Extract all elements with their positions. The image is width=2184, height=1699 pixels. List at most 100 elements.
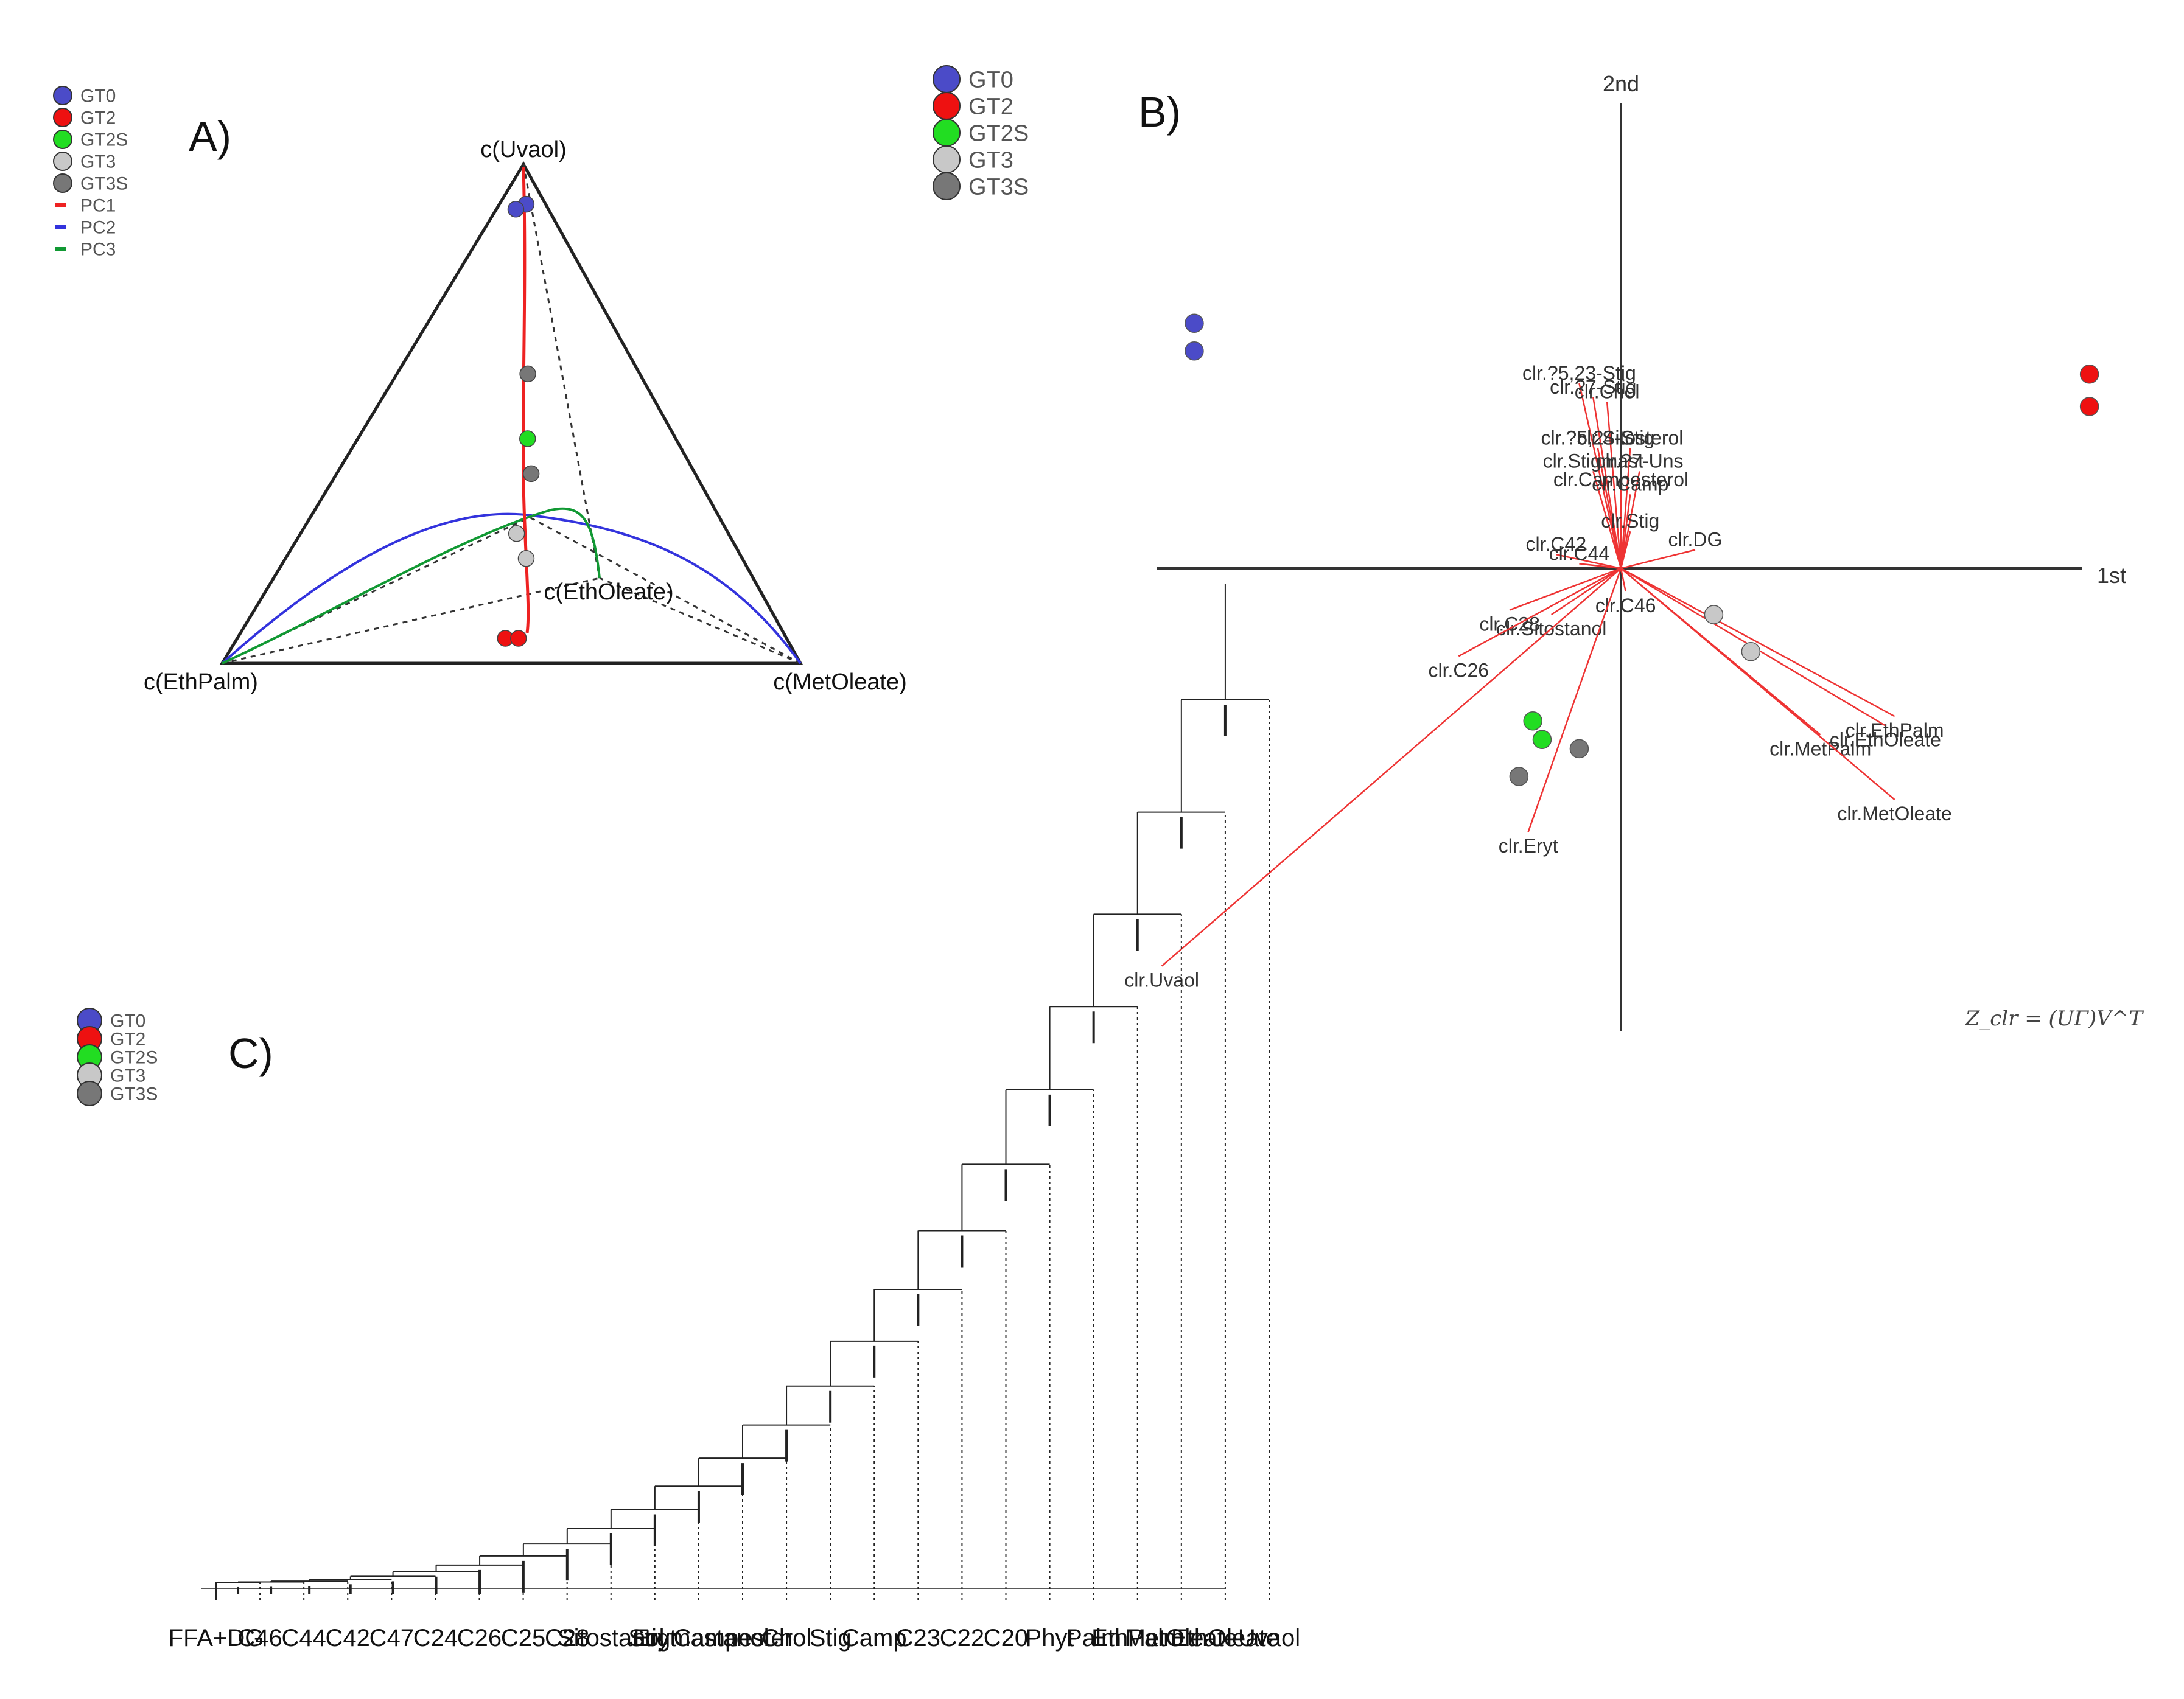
panel-a-legend-swatch-gt2s [53,130,72,149]
leaf-label-c46: C46 [237,1625,282,1652]
loading-label-clr-uvaol: clr.Uvaol [1124,969,1199,991]
biplot-point-gt0 [1185,313,1204,333]
loading-arrow-clr-c44 [1579,563,1622,570]
formula-label: Z_clr = (UΓ)V^T [1965,1006,2144,1031]
loading-arrow-clr-ethpalm [1620,567,1895,717]
leaf-label-c28: C28 [545,1625,589,1652]
panel-a-legend-swatch-gt3s [53,173,72,193]
panel-c-legend-label-gt3: GT3 [110,1066,145,1086]
loading-arrow-clr-stigmast [1592,471,1622,569]
loading-label-clr-sitosterol: clr.Sitosterol [1577,427,1683,448]
panel-b-legend-label-gt3: GT3 [968,147,1013,173]
leaf-label-eryt: Eryt [633,1625,676,1652]
leaf-label-c26: C26 [457,1625,502,1652]
loading-label-clr-5-24-stig: clr.?5,24-Stig [1541,427,1655,448]
leaf-label-campesterol: Campesterol [674,1625,812,1652]
panel-c-legend-label-gt2s: GT2S [110,1048,158,1068]
vertex-metoleate: c(MetOleate) [773,669,907,695]
panel-b-letter: B) [1138,88,1181,136]
leaf-label-c42: C42 [326,1625,370,1652]
panel-a-legend-swatch-gt2 [53,108,72,127]
panel-b-legend-swatch-gt2 [933,92,961,120]
ternary-point-gt2s [519,430,536,447]
panel-b-legend-swatch-gt0 [933,65,961,93]
loading-label-clr-chol: clr.Chol [1575,380,1640,402]
panel-a-legend-swatch-gt0 [53,86,72,105]
panel-a-legend-label-gt0: GT0 [80,86,116,106]
loading-arrow-clr-chol [1606,402,1622,569]
leaf-label-stig: Stig [810,1625,852,1652]
loading-label-clr-metpalm: clr.MetPalm [1769,738,1871,760]
loading-label-clr-c46: clr.C46 [1595,595,1656,616]
panel-c-legend-label-gt0: GT0 [110,1011,145,1031]
biplot-points [1185,313,2099,786]
loading-label-clr-metoleate: clr.MetOleate [1837,803,1952,825]
loading-arrow-clr-5-23-stig [1578,383,1622,569]
loading-label-clr-c44: clr.C44 [1549,542,1610,564]
ternary-point-gt3s [522,465,540,483]
panel-c-letter: C) [228,1030,273,1077]
loading-arrow-clr-c46 [1620,568,1626,592]
panel-b-legend-label-gt3s: GT3S [968,174,1029,200]
biplot-point-gt2 [2079,365,2099,384]
loading-arrow-clr-5-24-stig [1597,448,1622,569]
loading-arrow-clr-7-stig [1592,397,1622,569]
leaf-label-chol: Chol [761,1625,811,1652]
panel-a-legend-label-gt3s: GT3S [80,174,128,194]
panel-a-legend-label-pc3: PC3 [80,240,116,260]
leaf-label-palm: Palm [1066,1625,1121,1652]
biplot-point-gt2s [1532,730,1552,749]
leaf-label-stigmastanol: Stigmastanol [628,1625,769,1652]
biplot-point-gt2 [2079,397,2099,416]
loading-arrow-clr-c42 [1556,553,1622,570]
leaf-label-ffa-dg: FFA+DG [169,1625,264,1652]
leaf-label-c20: C20 [984,1625,1028,1652]
x-axis-label: 1st [2097,563,2126,588]
loading-arrow-clr-sitosterol [1620,448,1631,569]
panel-b-legend-swatch-gt3 [933,145,961,173]
ternary-projection-lines [222,164,801,665]
loading-arrow-clr-7-uns [1620,471,1640,569]
loading-label-clr-camp: clr.Camp [1592,473,1668,495]
panel-a-legend-label-gt2: GT2 [80,108,116,128]
loading-label-clr-c26: clr.C26 [1429,659,1489,681]
panel-b-legend-label-gt0: GT0 [968,67,1013,92]
vertex-ethpalm: c(EthPalm) [144,669,258,695]
dendrogram-tree [201,584,1270,1600]
loading-label-clr-ethpalm: clr.EthPalm [1846,719,1944,741]
loading-label-clr-eryt: clr.Eryt [1499,835,1558,857]
panel-b-legend-label-gt2: GT2 [968,94,1013,119]
loading-arrow-clr-eryt [1527,568,1622,832]
y-axis-label: 2nd [1603,71,1639,96]
loading-label-clr-c42: clr.C42 [1526,533,1587,555]
panel-b-legend-label-gt2s: GT2S [968,120,1029,146]
loading-label-clr-stigmast: clr.Stigmast [1543,450,1643,472]
leaf-label-etholeate: EthOleate [1171,1625,1279,1652]
loading-arrow-clr-c28 [1509,567,1622,611]
vertex-uvaol: c(Uvaol) [480,137,566,162]
leaf-label-c44: C44 [281,1625,326,1652]
pc1-curve [522,167,530,633]
loading-arrow-clr-stig [1620,531,1631,569]
leaf-label-c47: C47 [369,1625,414,1652]
leaf-label-uvaol: Uvaol [1238,1625,1300,1652]
panel-c-legend-swatch-gt3s [77,1081,102,1106]
panel-a-letter: A) [189,113,231,160]
leaf-label-metoleate: MetOleate [1125,1625,1238,1652]
loading-label-clr-7-stig: clr.?7-Stig [1550,376,1636,398]
loading-label-clr-etholeate: clr.EthOleate [1830,728,1941,750]
panel-c-legend-label-gt3s: GT3S [110,1084,158,1104]
leaf-label-phyt: Phyt [1026,1625,1074,1652]
loading-arrow-clr-camp [1620,494,1631,569]
panel-b-legend-swatch-gt3s [933,172,961,200]
panel-a-legend-label-pc1: PC1 [80,196,116,216]
loading-arrow-clr-metoleate [1620,568,1895,800]
loading-arrow-clr-uvaol [1161,568,1622,967]
leaf-label-ethpalm: EthPalm [1091,1625,1183,1652]
